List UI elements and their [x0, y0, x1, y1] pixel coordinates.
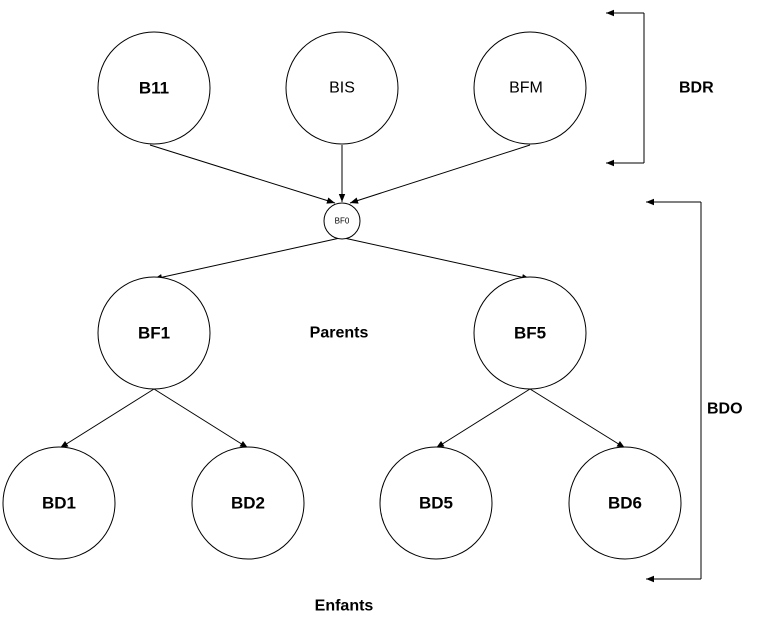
- node-bd2: BD2: [191, 446, 305, 560]
- node-bis: BIS: [285, 31, 399, 145]
- bdr-label: BDR: [679, 80, 714, 97]
- node-bd5-label: BD5: [419, 494, 453, 513]
- node-bf1: BF1: [97, 276, 211, 390]
- edge-bf0-bf1: [153, 237, 341, 281]
- edge-bf1-bd2: [153, 388, 249, 449]
- node-bf0-label: BF0: [335, 217, 350, 226]
- node-bf1-label: BF1: [138, 324, 170, 343]
- node-bfm: BFM: [473, 31, 587, 145]
- node-bf5: BF5: [473, 276, 587, 390]
- node-bd1: BD1: [2, 446, 116, 560]
- node-bfm-label: BFM: [509, 80, 543, 97]
- node-b11: B11: [97, 31, 211, 145]
- edge-bf1-bd1: [59, 388, 155, 449]
- edge-b11-bf0: [149, 144, 336, 204]
- enfants-label: Enfants: [315, 598, 374, 615]
- node-bf5-label: BF5: [514, 324, 546, 343]
- edge-bfm-bf0: [349, 144, 531, 204]
- parents-label: Parents: [310, 325, 369, 342]
- bdo-bracket: [646, 198, 702, 583]
- node-bis-label: BIS: [329, 80, 355, 97]
- edge-bf5-bd5: [435, 388, 531, 449]
- node-bd6: BD6: [568, 446, 682, 560]
- node-bd5: BD5: [379, 446, 493, 560]
- node-bd2-label: BD2: [231, 494, 265, 513]
- edge-bf0-bf5: [343, 237, 531, 281]
- node-bd6-label: BD6: [608, 494, 642, 513]
- bdr-bracket: [606, 9, 645, 167]
- node-bd1-label: BD1: [42, 494, 76, 513]
- bdo-label: BDO: [707, 401, 743, 418]
- edge-bf5-bd6: [529, 388, 626, 449]
- node-b11-label: B11: [139, 79, 169, 98]
- node-bf0: BF0: [323, 202, 361, 240]
- edges-group: [59, 144, 626, 449]
